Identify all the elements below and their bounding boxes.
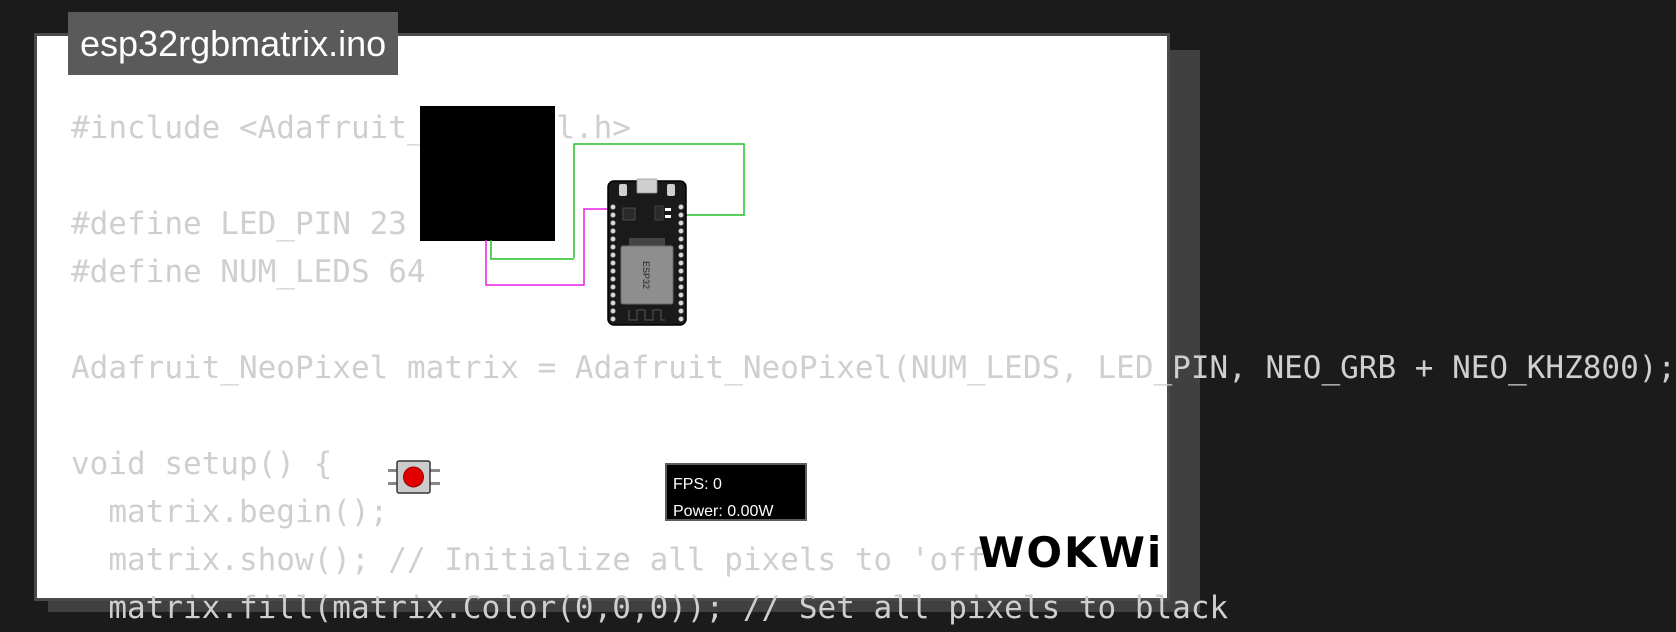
code-line: Adafruit_NeoPixel matrix = Adafruit_NeoP… [71, 350, 1676, 386]
rf-shield-edge [629, 238, 665, 246]
led-matrix[interactable] [420, 106, 555, 241]
file-title: esp32rgbmatrix.ino [68, 12, 399, 75]
code-panel: #include <Adafruit_NeoPixel.h>#define LE… [34, 33, 1676, 626]
antenna-trace [628, 309, 665, 321]
simulation-stats: FPS: 0 Power: 0.00W [665, 463, 807, 521]
code-line: matrix.show(); // Initialize all pixels … [71, 542, 1005, 578]
code-line: matrix.fill(matrix.Color(0,0,0)); // Set… [71, 590, 1229, 626]
left-pin-header [610, 204, 616, 322]
wire-green-upper [573, 143, 745, 258]
code-view: #include <Adafruit_NeoPixel.h>#define LE… [71, 104, 1676, 632]
wire-green-lower [490, 240, 574, 260]
code-line: void setup() { [71, 446, 333, 482]
code-line: #define NUM_LEDS 64 [71, 254, 426, 290]
usb-port [636, 178, 658, 194]
boot-button[interactable] [619, 184, 627, 196]
right-pin-header [678, 204, 684, 322]
code-line: #define LED_PIN 23 [71, 206, 407, 242]
power-readout: Power: 0.00W [673, 503, 774, 520]
pushbutton-cap[interactable] [403, 466, 424, 488]
code-line: matrix.begin(); [71, 494, 389, 530]
reset-button[interactable] [667, 184, 675, 196]
esp32-module [620, 245, 674, 305]
wire-magenta [485, 208, 612, 286]
regulator [654, 205, 664, 221]
wires [485, 143, 745, 286]
wokwi-logo: WOKWi [978, 528, 1164, 577]
esp32-chip-label: ESP32 [641, 261, 651, 289]
esp32-board[interactable]: ESP32 [607, 178, 687, 326]
fps-readout: FPS: 0 [673, 476, 722, 493]
usb-chip [622, 207, 636, 221]
pushbutton[interactable] [388, 460, 440, 494]
